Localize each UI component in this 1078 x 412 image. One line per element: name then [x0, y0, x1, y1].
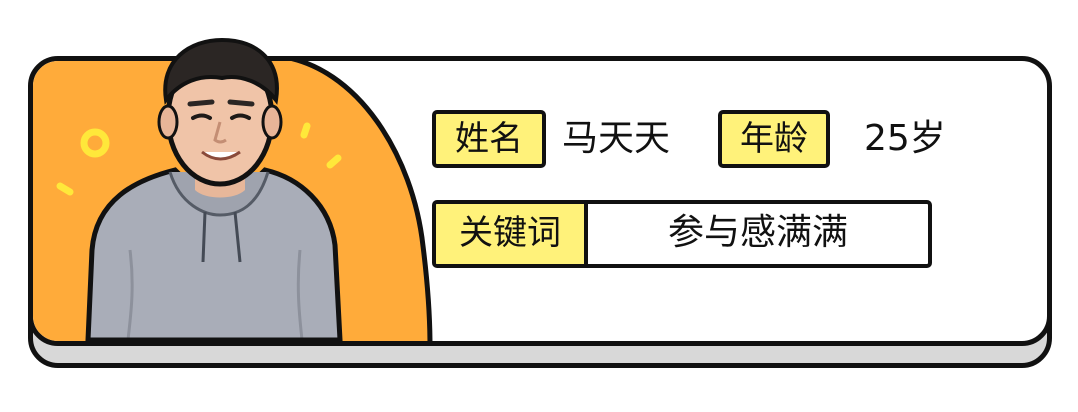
name-value: 马天天	[562, 118, 671, 159]
age-label-box: 年龄	[718, 110, 830, 168]
keyword-label: 关键词	[436, 204, 588, 264]
name-label: 姓名	[455, 119, 523, 159]
name-label-box: 姓名	[432, 110, 546, 168]
keyword-value: 参与感满满	[667, 212, 848, 253]
age-value: 25岁	[864, 118, 946, 159]
keyword-box: 关键词 参与感满满	[432, 200, 932, 268]
age-label: 年龄	[740, 119, 808, 159]
